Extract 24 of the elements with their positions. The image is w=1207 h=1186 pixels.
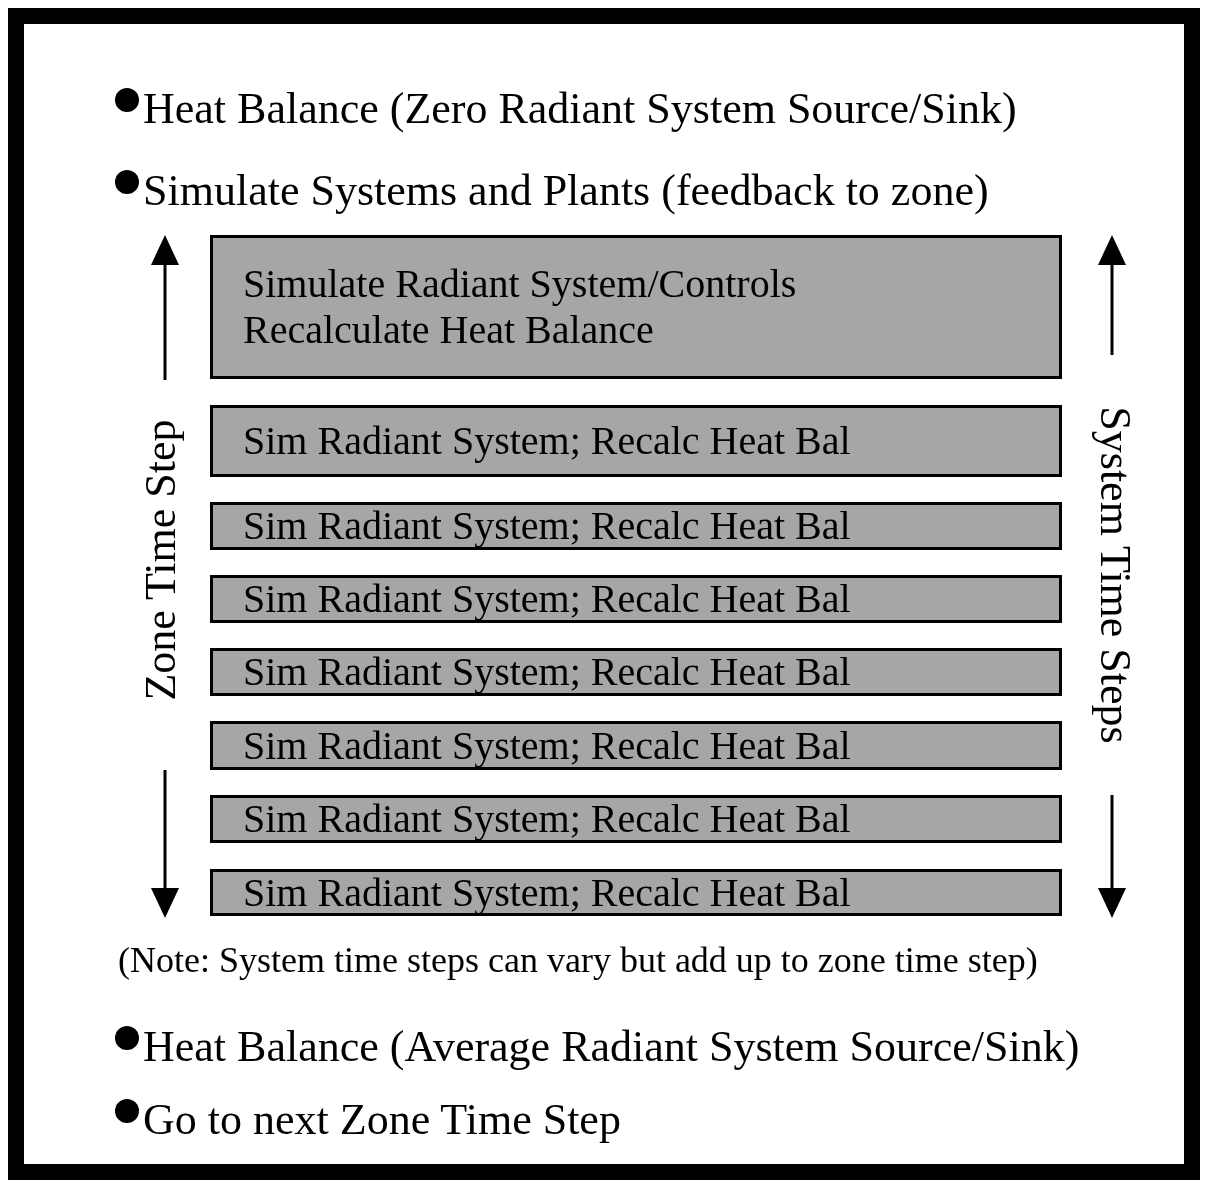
axis-label: Zone Time Step — [135, 419, 186, 701]
box-text: Simulate Radiant System/Controls — [243, 261, 798, 307]
box-text: Sim Radiant System; Recalc Heat Bal — [243, 722, 852, 769]
box-text: Sim Radiant System; Recalc Heat Bal — [243, 649, 852, 695]
box-text: Sim Radiant System; Recalc Heat Bal — [243, 503, 852, 549]
box-text: Sim Radiant System; Recalc Heat Bal — [243, 576, 852, 622]
bullet-text: Heat Balance (Average Radiant System Source/Sink) — [143, 1022, 1080, 1072]
process-box — [210, 502, 1062, 550]
box-text: Sim Radiant System; Recalc Heat Bal — [243, 796, 852, 842]
process-box — [210, 235, 1062, 379]
process-box — [210, 648, 1062, 696]
box-text: Recalculate Heat Balance — [243, 307, 655, 353]
process-box — [210, 575, 1062, 623]
process-box — [210, 795, 1062, 843]
process-box — [210, 869, 1062, 916]
process-box — [210, 721, 1062, 770]
box-text: Sim Radiant System; Recalc Heat Bal — [243, 418, 852, 464]
bullet-text: Simulate Systems and Plants (feedback to zone) — [143, 166, 989, 216]
bullet-text: Go to next Zone Time Step — [143, 1095, 621, 1145]
axis-label: System Time Steps — [1089, 406, 1140, 744]
bullet-text: Heat Balance (Zero Radiant System Source/Sink) — [143, 84, 1017, 134]
box-text: Sim Radiant System; Recalc Heat Bal — [243, 869, 852, 916]
process-box — [210, 405, 1062, 477]
note-text: (Note: System time steps can vary but add up to zone time step) — [118, 939, 1038, 982]
